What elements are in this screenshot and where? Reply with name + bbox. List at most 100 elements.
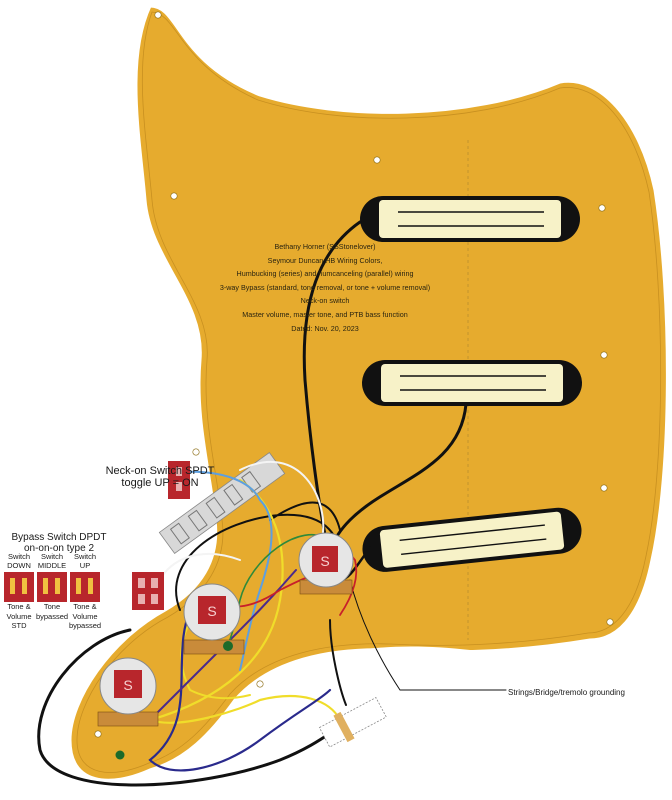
pot-master: S xyxy=(97,657,159,760)
bypass-header-line: Switch xyxy=(7,552,31,561)
pickguard xyxy=(68,4,669,796)
screw-hole xyxy=(600,484,608,492)
bypass-legend-icons xyxy=(4,572,100,602)
pot-lug xyxy=(183,639,245,655)
pot-switch xyxy=(312,546,338,572)
bypass-icon-body xyxy=(70,572,100,602)
bridge-pickup xyxy=(362,507,582,572)
pot-tone: S xyxy=(183,583,245,655)
screw-hole xyxy=(170,192,178,200)
pot-switch xyxy=(198,596,226,624)
neck-switch-label: Neck-on Switch SPDT toggle UP = ON xyxy=(80,465,240,489)
bypass-switch-lug xyxy=(151,594,158,604)
screw-hole xyxy=(256,680,264,688)
bypass-icon-body xyxy=(4,572,34,602)
bypass-switch-module xyxy=(132,572,164,610)
bypass-position-header: Switch UP xyxy=(67,552,103,570)
credits-block: Bethany Horner (SSStonelover) Seymour Du… xyxy=(205,240,445,335)
pickup-cover xyxy=(379,200,561,238)
bypass-caption-line: Tone & xyxy=(73,602,97,611)
bypass-switch-subtitle: on-on-on type 2 xyxy=(23,543,95,554)
pickup-cover xyxy=(381,364,563,402)
bypass-caption-line: bypassed xyxy=(68,621,102,630)
bypass-icon-lug xyxy=(22,578,27,594)
switch-lug xyxy=(223,483,244,506)
screw-hole xyxy=(606,618,614,626)
bypass-icon-lug xyxy=(55,578,60,594)
pickup-blade xyxy=(401,538,547,555)
bypass-icon-lug xyxy=(88,578,93,594)
bypass-header-line: DOWN xyxy=(7,561,31,570)
neck-switch-lug xyxy=(176,482,182,491)
bypass-caption-line: Tone xyxy=(43,602,61,611)
credits-line: Master volume, master tone, and PTB bass… xyxy=(242,309,408,319)
screw-hole xyxy=(192,448,200,456)
bypass-header-line: Switch xyxy=(40,552,64,561)
wire-ground xyxy=(349,579,507,691)
screw-hole xyxy=(598,204,606,212)
bypass-icon-lug xyxy=(43,578,48,594)
bypass-position-header: Switch MIDDLE xyxy=(34,552,70,570)
bypass-position-caption: Tone & Volume bypassed xyxy=(65,602,105,631)
bypass-caption-line: Volume xyxy=(72,611,98,621)
bypass-icon-up xyxy=(70,572,100,602)
bypass-switch-lug xyxy=(151,578,158,588)
pot-switch-glyph: S xyxy=(207,603,216,619)
bypass-position-caption: Tone bypassed xyxy=(32,602,72,621)
bypass-switch-body xyxy=(132,572,164,610)
wire-black-output xyxy=(37,628,362,787)
neck-switch-module xyxy=(168,461,190,499)
credits-line: Humbucking (series) and humcanceling (pa… xyxy=(236,269,414,279)
bypass-caption-line: Tone & xyxy=(7,602,31,611)
screw-hole xyxy=(373,156,381,164)
pickup-blade xyxy=(399,524,545,542)
bypass-switch-lug xyxy=(138,578,145,588)
bypass-header-line: MIDDLE xyxy=(37,561,67,570)
pickups xyxy=(360,196,582,572)
wire-ground-2 xyxy=(329,619,347,706)
switch-lug xyxy=(169,522,190,545)
pot-switch-glyph: S xyxy=(320,553,329,569)
middle-pickup xyxy=(362,360,582,406)
pots: S S S xyxy=(97,532,354,760)
ground-capacitor xyxy=(115,750,125,760)
ground-label: Strings/Bridge/tremolo grounding xyxy=(508,688,625,697)
switch-lugs xyxy=(169,470,262,545)
switch-lug xyxy=(187,509,208,532)
neck-switch-title: Neck-on Switch SPDT xyxy=(105,465,215,477)
bypass-icon-lug xyxy=(76,578,81,594)
credits-line: Seymour Duncan HB Wiring Colors, xyxy=(267,255,383,265)
screw-hole xyxy=(600,351,608,359)
pot-switch xyxy=(114,670,142,698)
tone-capacitor xyxy=(223,641,233,651)
bypass-icon-middle xyxy=(37,572,67,602)
bypass-icon-body xyxy=(37,572,67,602)
wire-yellow-2 xyxy=(180,609,251,700)
credits-line: Neck-on switch xyxy=(300,296,350,306)
control-cavity-cutout xyxy=(238,646,546,796)
bypass-switch-title: Bypass Switch DPDT xyxy=(11,532,107,543)
wire-blue xyxy=(181,470,273,671)
wire-black-neck xyxy=(302,220,362,542)
bypass-position-caption: Tone & Volume STD xyxy=(0,602,39,631)
bypass-position-header: Switch DOWN xyxy=(1,552,37,570)
bypass-caption-line: Volume xyxy=(6,611,32,621)
pot-switch-glyph: S xyxy=(123,677,132,693)
neck-switch-lug xyxy=(176,467,182,476)
switch-lug xyxy=(205,496,226,519)
screw-hole xyxy=(94,730,102,738)
screw-hole xyxy=(154,11,162,19)
bypass-caption-line: bypassed xyxy=(35,611,69,621)
output-jack xyxy=(318,697,387,748)
jack-lug xyxy=(333,711,355,743)
neck-switch-body xyxy=(168,461,190,499)
pot-volume: S xyxy=(298,532,354,595)
credits-line: Dated: Nov. 20, 2023 xyxy=(291,323,359,333)
pickguard-inner-edge xyxy=(76,11,662,773)
credits-line: 3-way Bypass (standard, tone removal, or… xyxy=(219,282,431,292)
bypass-switch-lug xyxy=(138,594,145,604)
pickup-cover xyxy=(379,511,565,568)
bypass-icon-lug xyxy=(10,578,15,594)
bypass-header-line: UP xyxy=(79,561,91,570)
